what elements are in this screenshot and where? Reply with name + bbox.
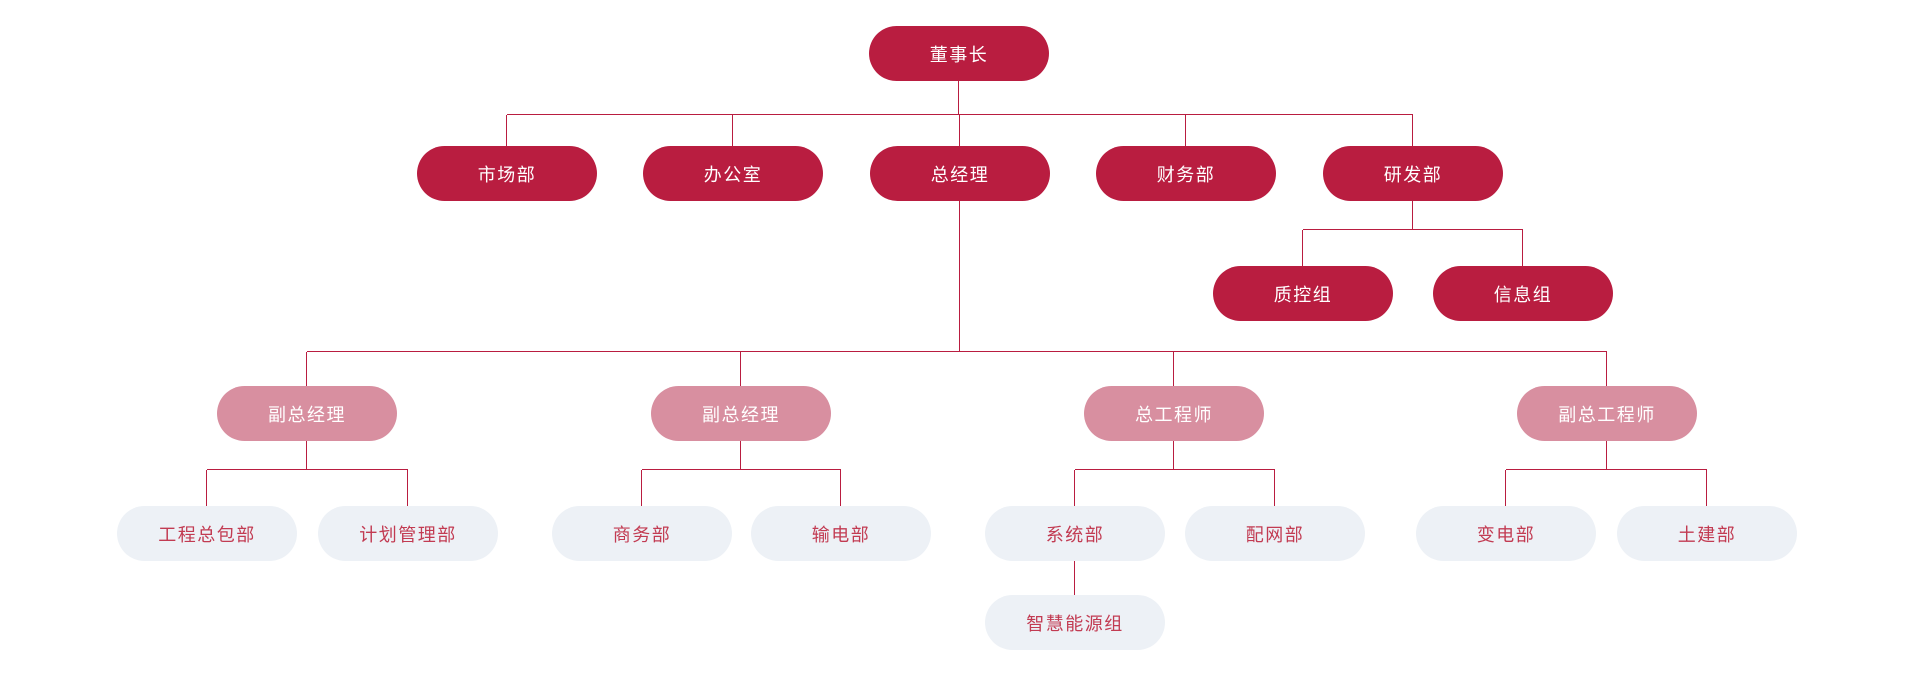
org-node-distribution-dept: 配网部 bbox=[1185, 506, 1365, 561]
org-node-deputy-gm-1: 副总经理 bbox=[217, 386, 397, 441]
connector-line bbox=[732, 115, 734, 146]
connector-line bbox=[740, 352, 742, 386]
connector-line bbox=[1074, 470, 1076, 506]
connector-line bbox=[1606, 352, 1608, 386]
org-node-information-group: 信息组 bbox=[1433, 266, 1613, 321]
org-node-planning-dept: 计划管理部 bbox=[318, 506, 498, 561]
connector-line bbox=[1606, 441, 1608, 470]
org-node-quality-control-group: 质控组 bbox=[1213, 266, 1393, 321]
connector-line bbox=[958, 80, 960, 115]
org-node-finance-dept: 财务部 bbox=[1096, 146, 1276, 201]
org-node-office: 办公室 bbox=[643, 146, 823, 201]
org-node-substation-dept: 变电部 bbox=[1416, 506, 1596, 561]
org-node-transmission-dept: 输电部 bbox=[751, 506, 931, 561]
connector-line bbox=[959, 201, 961, 352]
org-node-smart-energy-group: 智慧能源组 bbox=[985, 595, 1165, 650]
org-node-marketing-dept: 市场部 bbox=[417, 146, 597, 201]
connector-line bbox=[840, 470, 842, 506]
connector-line bbox=[307, 351, 1607, 353]
connector-line bbox=[306, 352, 308, 386]
connector-line bbox=[1706, 470, 1708, 506]
connector-line bbox=[1274, 470, 1276, 506]
org-node-deputy-chief-engineer: 副总工程师 bbox=[1517, 386, 1697, 441]
connector-line bbox=[407, 470, 409, 506]
org-node-commerce-dept: 商务部 bbox=[552, 506, 732, 561]
connector-line bbox=[1173, 352, 1175, 386]
connector-line bbox=[1173, 441, 1175, 470]
org-node-deputy-gm-2: 副总经理 bbox=[651, 386, 831, 441]
connector-line bbox=[1074, 561, 1076, 595]
connector-line bbox=[959, 115, 961, 146]
connector-line bbox=[207, 469, 408, 471]
connector-line bbox=[740, 441, 742, 470]
connector-line bbox=[1185, 115, 1187, 146]
org-node-general-manager: 总经理 bbox=[870, 146, 1050, 201]
connector-line bbox=[1412, 115, 1414, 146]
connector-line bbox=[506, 115, 508, 146]
connector-line bbox=[1302, 230, 1304, 266]
connector-line bbox=[507, 114, 1413, 116]
connector-line bbox=[641, 470, 643, 506]
org-node-epc-dept: 工程总包部 bbox=[117, 506, 297, 561]
connector-line bbox=[1522, 230, 1524, 266]
connector-line bbox=[206, 470, 208, 506]
org-node-system-dept: 系统部 bbox=[985, 506, 1165, 561]
connector-line bbox=[1412, 201, 1414, 230]
connector-line bbox=[1505, 470, 1507, 506]
connector-line bbox=[306, 441, 308, 470]
connector-line bbox=[1075, 469, 1275, 471]
connector-line bbox=[1303, 229, 1523, 231]
org-node-chief-engineer: 总工程师 bbox=[1084, 386, 1264, 441]
connector-line bbox=[1506, 469, 1707, 471]
org-node-civil-dept: 土建部 bbox=[1617, 506, 1797, 561]
org-node-chairman: 董事长 bbox=[869, 26, 1049, 81]
connector-line bbox=[642, 469, 841, 471]
org-node-rnd-dept: 研发部 bbox=[1323, 146, 1503, 201]
